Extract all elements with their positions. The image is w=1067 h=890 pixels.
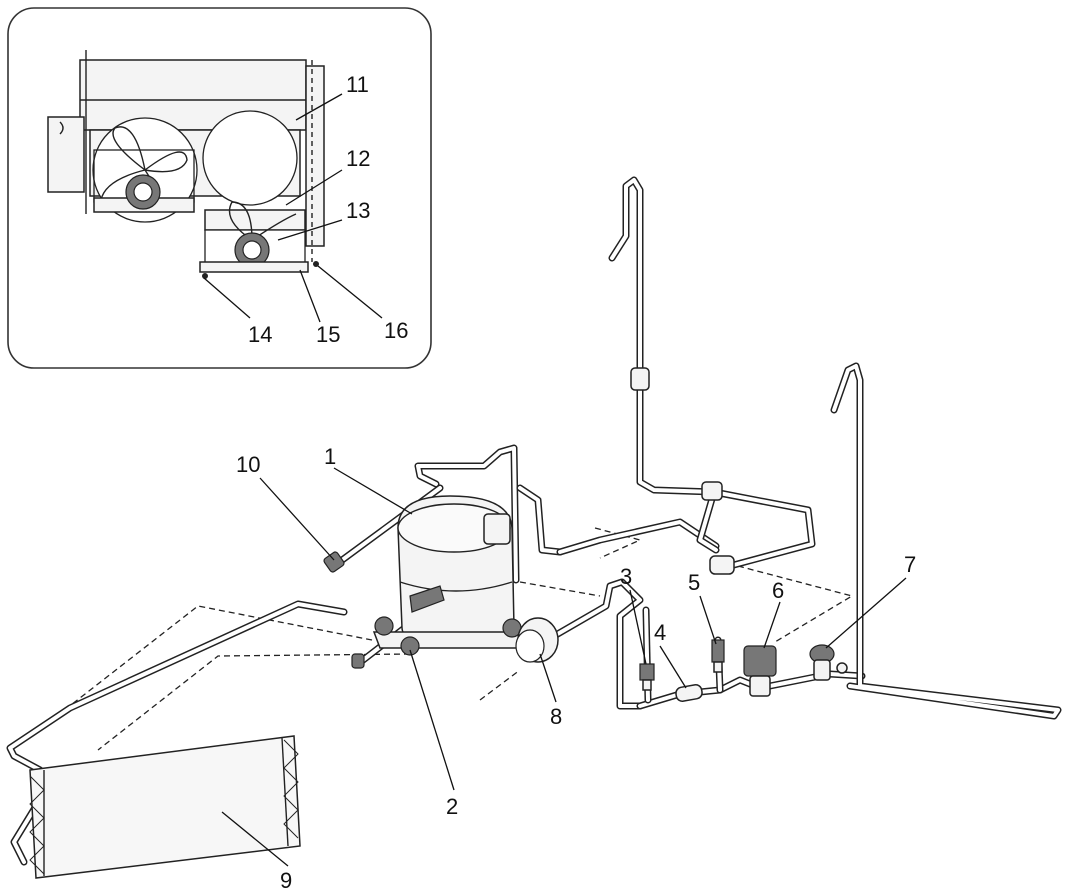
expansion-valve — [809, 644, 848, 681]
solenoid-valve — [743, 645, 777, 697]
callout-5: 5 — [688, 570, 700, 595]
callout-8: 8 — [550, 704, 562, 729]
compressor — [372, 495, 531, 656]
leader-12 — [285, 169, 343, 206]
pressure-switch — [639, 663, 655, 691]
callout-4: 4 — [654, 620, 666, 645]
leader-16 — [317, 265, 383, 319]
callout-11: 11 — [346, 72, 369, 97]
condenser-coil — [29, 735, 301, 879]
callout-12: 12 — [346, 146, 370, 171]
charging-port — [323, 551, 365, 669]
callout-2: 2 — [446, 794, 458, 819]
leader-11 — [295, 93, 343, 121]
callout-16: 16 — [384, 318, 408, 343]
fan-front — [199, 201, 319, 279]
callout-3: 3 — [620, 564, 632, 589]
callout-10: 10 — [236, 452, 260, 477]
leader-14 — [203, 277, 251, 319]
callout-14: 14 — [248, 322, 272, 347]
capillary-strainer — [675, 684, 703, 702]
leader-15 — [299, 269, 321, 323]
callout-7: 7 — [904, 552, 916, 577]
leader-lines — [221, 467, 907, 867]
temperature-sensor — [711, 639, 725, 673]
callout-9: 9 — [280, 868, 292, 890]
fan-opening — [202, 110, 298, 206]
fan-left — [92, 117, 198, 223]
filter-dryer — [515, 617, 559, 663]
fan-assembly-inset: 11 12 13 14 15 16 — [7, 7, 432, 369]
leader-13 — [277, 219, 343, 241]
callout-6: 6 — [772, 578, 784, 603]
callout-1: 1 — [324, 444, 336, 469]
dashed-connections — [61, 527, 854, 751]
pipe-couplers — [630, 367, 735, 575]
callout-15: 15 — [316, 322, 340, 347]
callout-13: 13 — [346, 198, 370, 223]
fan-bracket — [199, 261, 309, 273]
